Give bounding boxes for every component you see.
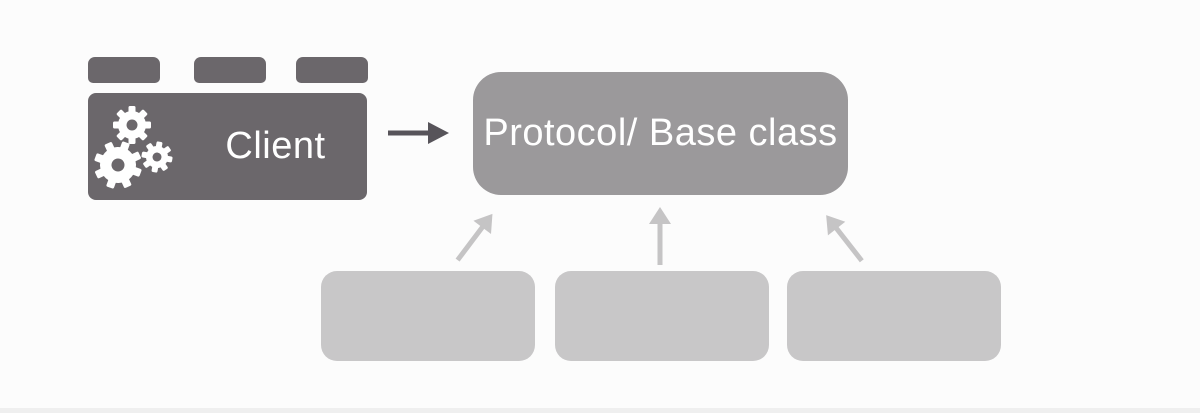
implementation-box-1 bbox=[321, 271, 535, 361]
gears-icon bbox=[94, 106, 173, 189]
arrow-right-icon bbox=[388, 122, 449, 144]
brick-stud bbox=[296, 57, 368, 83]
client-box: Client bbox=[88, 93, 367, 200]
implementation-box-3 bbox=[787, 271, 1001, 361]
brick-stud bbox=[88, 57, 160, 83]
bottom-edge-bar bbox=[0, 408, 1200, 413]
client-label: Client bbox=[225, 125, 326, 167]
protocol-label: Protocol/ Base class bbox=[483, 112, 838, 154]
protocol-box: Protocol/ Base class bbox=[473, 72, 848, 195]
implementation-box-2 bbox=[555, 271, 769, 361]
arrow-up-left-icon bbox=[816, 207, 872, 269]
arrow-up-right-icon bbox=[447, 206, 503, 268]
arrow-up-icon bbox=[647, 207, 673, 265]
brick-stud bbox=[194, 57, 266, 83]
